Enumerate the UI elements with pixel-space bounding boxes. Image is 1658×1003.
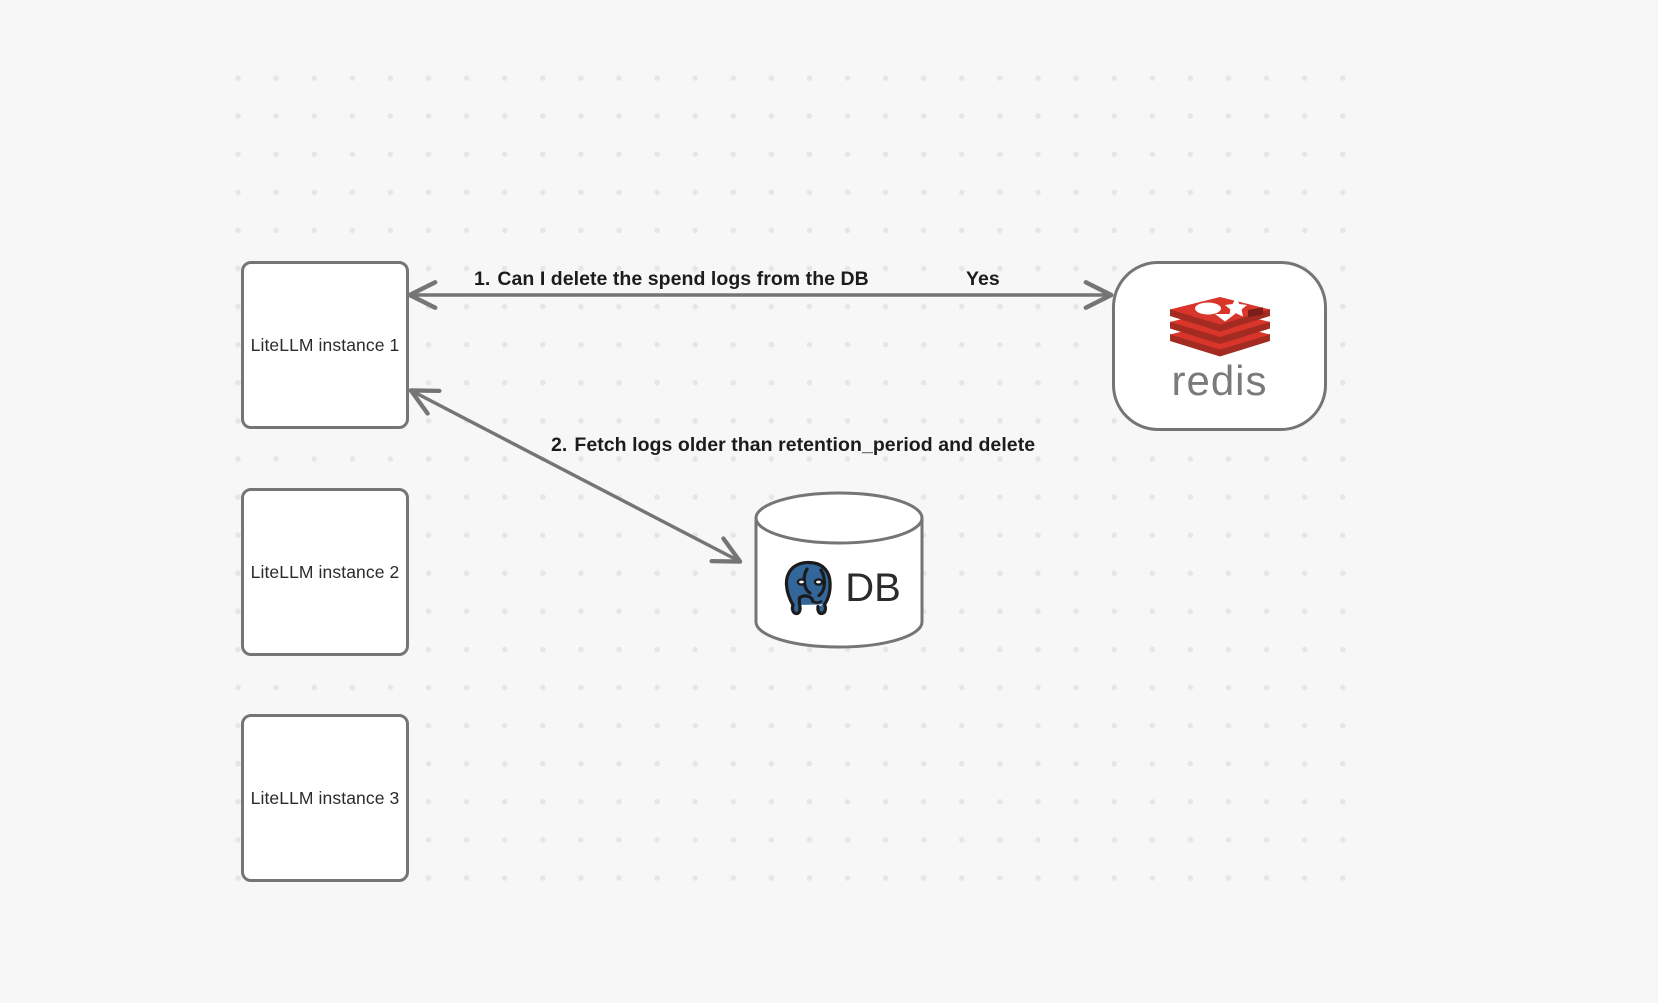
reply-text: Yes [966, 268, 1000, 290]
node-label: LiteLLM instance 3 [250, 787, 400, 808]
node-litellm-instance-3[interactable]: LiteLLM instance 3 [241, 714, 409, 882]
edge-instance1-database [408, 388, 743, 564]
step-number: 1. [474, 268, 491, 290]
edge-label-step-1: 1. Can I delete the spend logs from the D… [474, 268, 869, 291]
node-litellm-instance-1[interactable]: LiteLLM instance 1 [241, 261, 409, 429]
redis-logo: redis [1164, 292, 1276, 402]
step-text: Fetch logs older than retention_period a… [574, 434, 1036, 456]
node-database[interactable]: DB [753, 490, 925, 650]
redis-wordmark: redis [1171, 357, 1268, 404]
node-label: LiteLLM instance 1 [250, 334, 400, 355]
postgresql-elephant-icon [785, 560, 832, 616]
edge-label-redis-reply: Yes [966, 268, 1000, 291]
step-text: Can I delete the spend logs from the DB [497, 268, 869, 290]
node-litellm-instance-2[interactable]: LiteLLM instance 2 [241, 488, 409, 656]
redis-stack-icon [1169, 297, 1270, 357]
database-label: DB [845, 566, 901, 610]
node-redis[interactable]: redis [1112, 261, 1327, 431]
edge-label-step-2: 2. Fetch logs older than retention_period… [551, 434, 1035, 457]
step-number: 2. [551, 434, 568, 456]
node-label: LiteLLM instance 2 [250, 561, 400, 582]
